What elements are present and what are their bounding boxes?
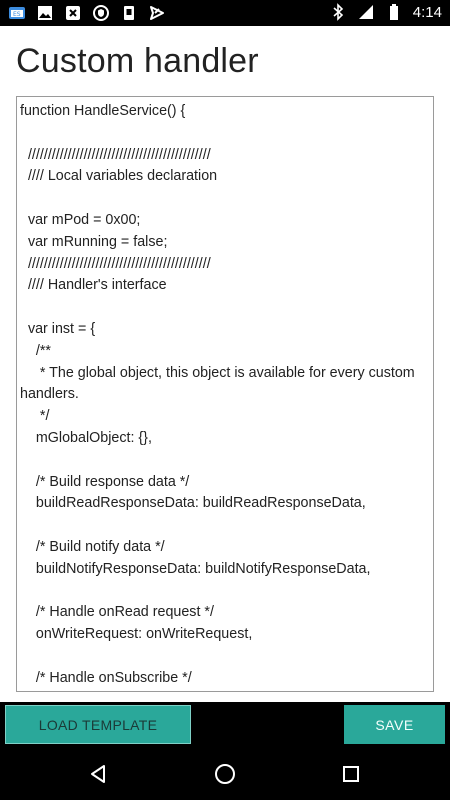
home-icon[interactable] xyxy=(211,760,239,788)
save-button[interactable]: SAVE xyxy=(344,705,445,744)
close-x-icon xyxy=(64,4,82,22)
app-notification-icon: ES xyxy=(8,4,26,22)
load-template-button[interactable]: LOAD TEMPLATE xyxy=(5,705,191,744)
main-content: Custom handler function HandleService() … xyxy=(0,26,450,702)
clipboard-icon xyxy=(120,4,138,22)
signal-icon xyxy=(357,3,375,21)
status-time: 4:14 xyxy=(412,3,442,21)
status-bar: ES 4:14 xyxy=(0,0,450,26)
image-icon xyxy=(36,4,54,22)
action-bar: LOAD TEMPLATE SAVE xyxy=(0,702,450,748)
code-editor-text[interactable]: function HandleService() { /////////////… xyxy=(20,103,415,686)
page-title: Custom handler xyxy=(16,42,259,80)
send-icon xyxy=(148,4,166,22)
navigation-bar xyxy=(0,748,450,800)
bluetooth-icon xyxy=(329,3,347,21)
shield-icon xyxy=(92,4,110,22)
recents-icon[interactable] xyxy=(337,760,365,788)
status-bar-notifications: ES xyxy=(8,4,166,22)
back-icon[interactable] xyxy=(84,760,112,788)
status-bar-system: 4:14 xyxy=(329,3,442,21)
code-editor[interactable]: function HandleService() { /////////////… xyxy=(16,96,434,692)
resize-handle-icon[interactable] xyxy=(426,684,432,690)
svg-text:ES: ES xyxy=(13,11,21,18)
battery-icon xyxy=(385,3,403,21)
